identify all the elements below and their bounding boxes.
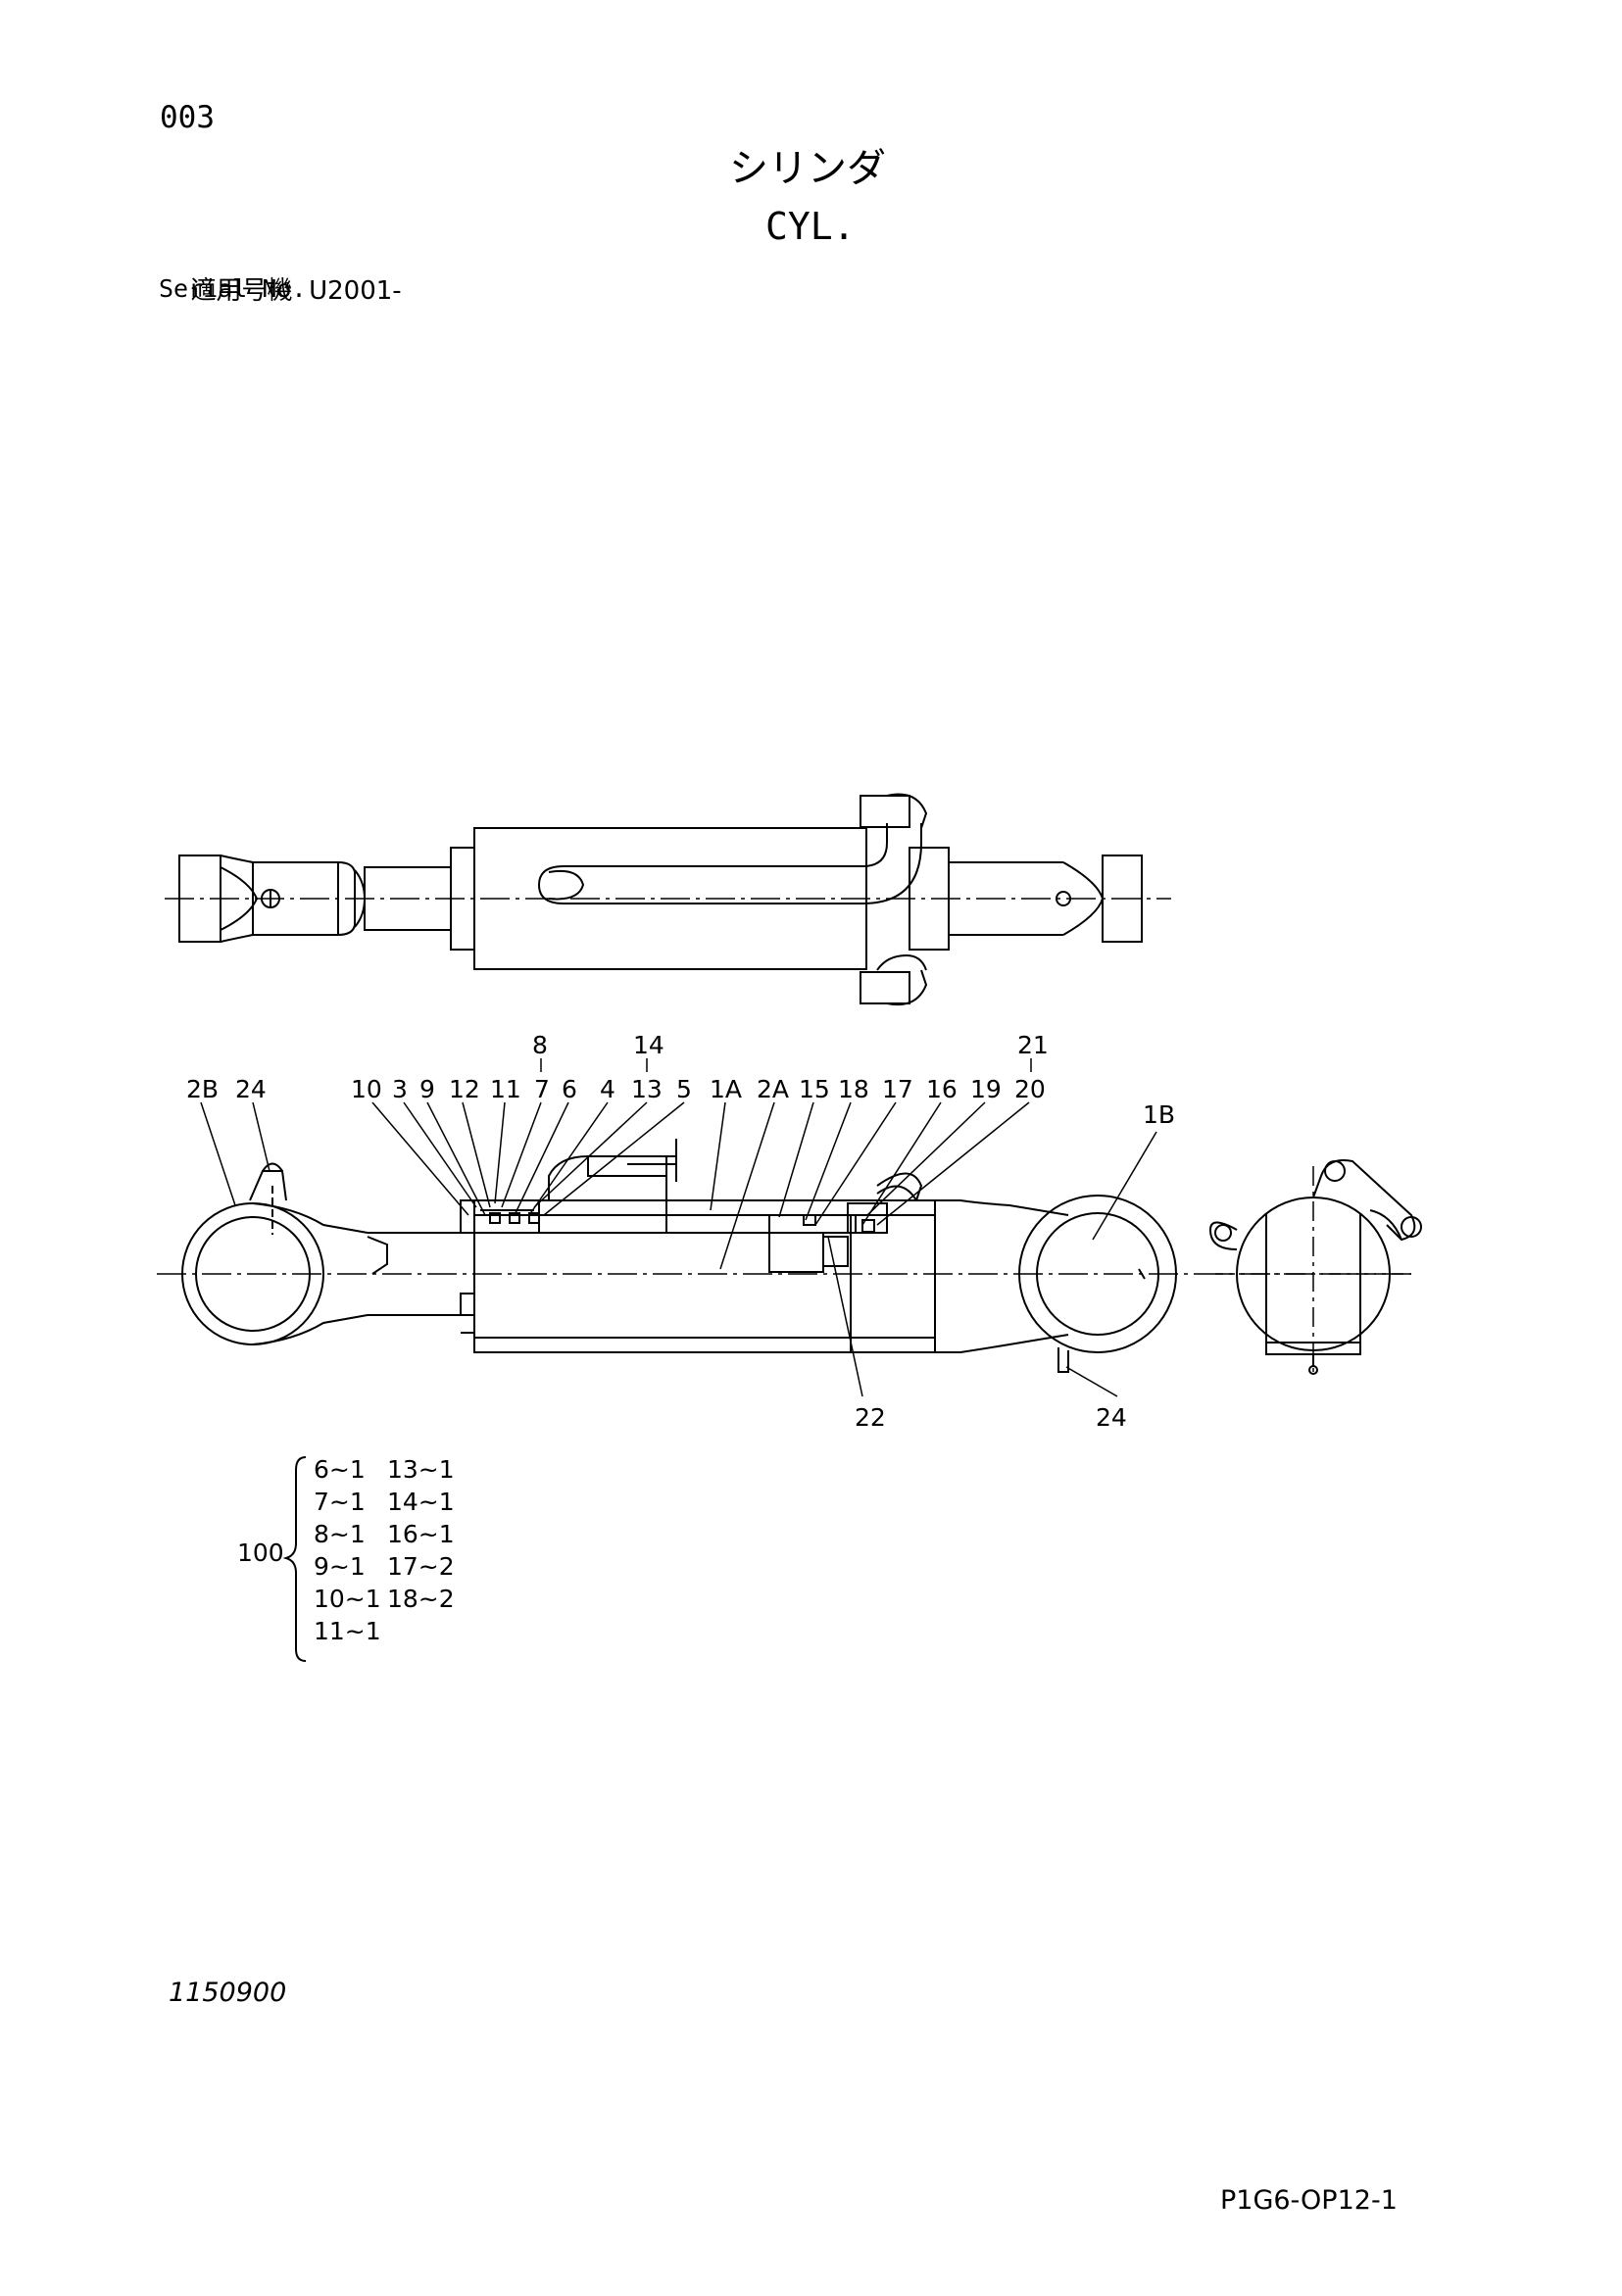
callout-16: 16 (926, 1075, 958, 1103)
cylinder-top-view (165, 793, 1171, 1006)
callout-9: 9 (419, 1075, 435, 1103)
page-number: 003 (160, 100, 215, 135)
callout-18: 18 (838, 1075, 869, 1103)
callout-2B: 2B (186, 1075, 219, 1103)
callout-13: 13 (631, 1075, 663, 1103)
callout-24: 24 (235, 1075, 267, 1103)
kit-entry: 9~1 (314, 1552, 366, 1581)
callout-12: 12 (449, 1075, 480, 1103)
callout-19: 19 (970, 1075, 1002, 1103)
kit-entry: 6~1 (314, 1455, 366, 1484)
callout-3: 3 (392, 1075, 408, 1103)
callout-leaders (200, 1058, 1157, 1397)
cylinder-end-view (1208, 1159, 1422, 1375)
kit-entry: 13~1 (387, 1455, 455, 1484)
callout-8: 8 (532, 1031, 548, 1059)
callout-21: 21 (1017, 1031, 1049, 1059)
title-english: CYL. (765, 205, 856, 248)
document-number: 1150900 (169, 1978, 287, 2008)
kit-entry: 16~1 (387, 1520, 455, 1548)
callout-4: 4 (600, 1075, 615, 1103)
kit-list: 100 6~1 13~1 7~1 14~1 8~1 16~1 9~1 17~2 … (237, 1455, 455, 1662)
kit-entry: 8~1 (314, 1520, 366, 1548)
callout-20: 20 (1014, 1075, 1046, 1103)
kit-entry: 18~2 (387, 1585, 455, 1613)
callout-17: 17 (882, 1075, 913, 1103)
title-japanese: シリンダ (729, 146, 886, 191)
kit-number: 100 (237, 1539, 284, 1567)
serial-applicable-line: 適用号機 U2001- (174, 253, 402, 304)
callout-14: 14 (633, 1031, 664, 1059)
callout-5: 5 (676, 1075, 692, 1103)
callout-2A: 2A (757, 1075, 789, 1103)
callout-15: 15 (799, 1075, 830, 1103)
callout-24-bottom: 24 (1096, 1403, 1127, 1432)
callout-7: 7 (534, 1075, 550, 1103)
callout-1A: 1A (710, 1075, 742, 1103)
callout-labels: 8 14 21 2B 24 10 3 9 12 11 7 6 4 13 5 1A… (186, 1031, 1175, 1432)
callout-1B: 1B (1143, 1100, 1175, 1129)
cylinder-section-view (157, 1139, 1411, 1373)
callout-10: 10 (351, 1075, 382, 1103)
kit-entry: 14~1 (387, 1488, 455, 1516)
serial-value: U2001- (309, 276, 402, 306)
serial-label-en: Serial No. (159, 274, 307, 303)
page-code: P1G6-OP12-1 (1220, 2185, 1398, 2216)
callout-11: 11 (490, 1075, 521, 1103)
kit-entry: 10~1 (314, 1585, 381, 1613)
kit-brace (282, 1456, 307, 1662)
callout-6: 6 (562, 1075, 577, 1103)
callout-22: 22 (855, 1403, 886, 1432)
kit-entry: 17~2 (387, 1552, 455, 1581)
serial-label-jp: 適用号機 (190, 276, 293, 306)
kit-entry: 7~1 (314, 1488, 366, 1516)
kit-entry: 11~1 (314, 1617, 381, 1645)
